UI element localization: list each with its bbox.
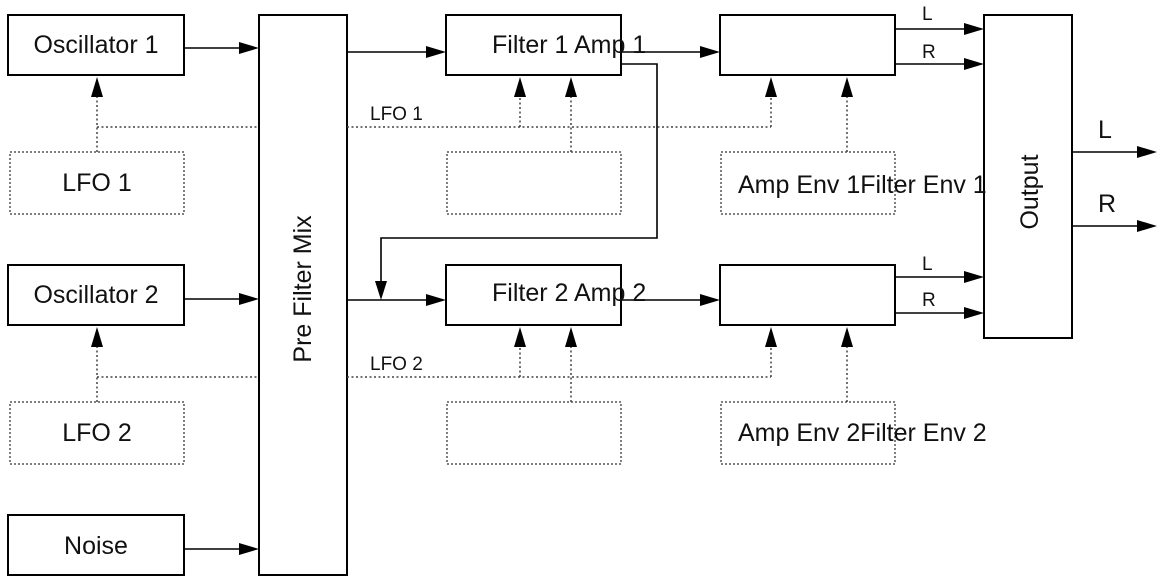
amp-2-box [719, 264, 896, 326]
oscillator-2-label: Oscillator 2 [33, 281, 158, 309]
filter-1-box [445, 14, 622, 76]
pre-filter-mix-box [258, 14, 348, 576]
audio-wires [184, 28, 1140, 550]
amp-1-left-label: L [922, 4, 933, 25]
oscillator-1-box [7, 14, 185, 76]
amp-env-2-box [720, 401, 896, 465]
lfo-2-label: LFO 2 [62, 419, 131, 447]
oscillator-2-box [7, 264, 185, 326]
modulation-wires [96, 96, 848, 402]
lfo-1-label: LFO 1 [62, 169, 131, 197]
filter-2-box [445, 264, 622, 326]
amp-1-right-label: R [922, 42, 936, 63]
output-left-label: L [1098, 116, 1112, 144]
lfo-1-bus-label: LFO 1 [370, 104, 423, 125]
filter-2-amp-2-label: Filter 2 Amp 2 [492, 279, 646, 307]
output-box [983, 14, 1073, 339]
arrowheads [91, 23, 1157, 555]
filter-env-2-box [446, 401, 622, 465]
filter-1-amp-1-label: Filter 1 Amp 1 [492, 31, 646, 59]
lfo-1-box [9, 151, 185, 215]
filter-env-1-box [446, 151, 622, 215]
amp-2-left-label: L [922, 254, 933, 275]
pre-filter-mix-label: Pre Filter Mix [289, 215, 317, 363]
amp-1-box [719, 14, 896, 76]
output-label: Output [1016, 154, 1044, 229]
amp-env-1-filter-env-1-label: Amp Env 1Filter Env 1 [738, 171, 987, 199]
output-right-label: R [1098, 190, 1116, 218]
lfo-2-bus-label: LFO 2 [370, 354, 423, 375]
lfo-2-box [9, 401, 185, 465]
amp-env-1-box [720, 151, 896, 215]
noise-label: Noise [64, 532, 128, 560]
noise-box [7, 514, 185, 576]
oscillator-1-label: Oscillator 1 [33, 31, 158, 59]
amp-env-2-filter-env-2-label: Amp Env 2Filter Env 2 [738, 419, 987, 447]
amp-2-right-label: R [922, 290, 936, 311]
